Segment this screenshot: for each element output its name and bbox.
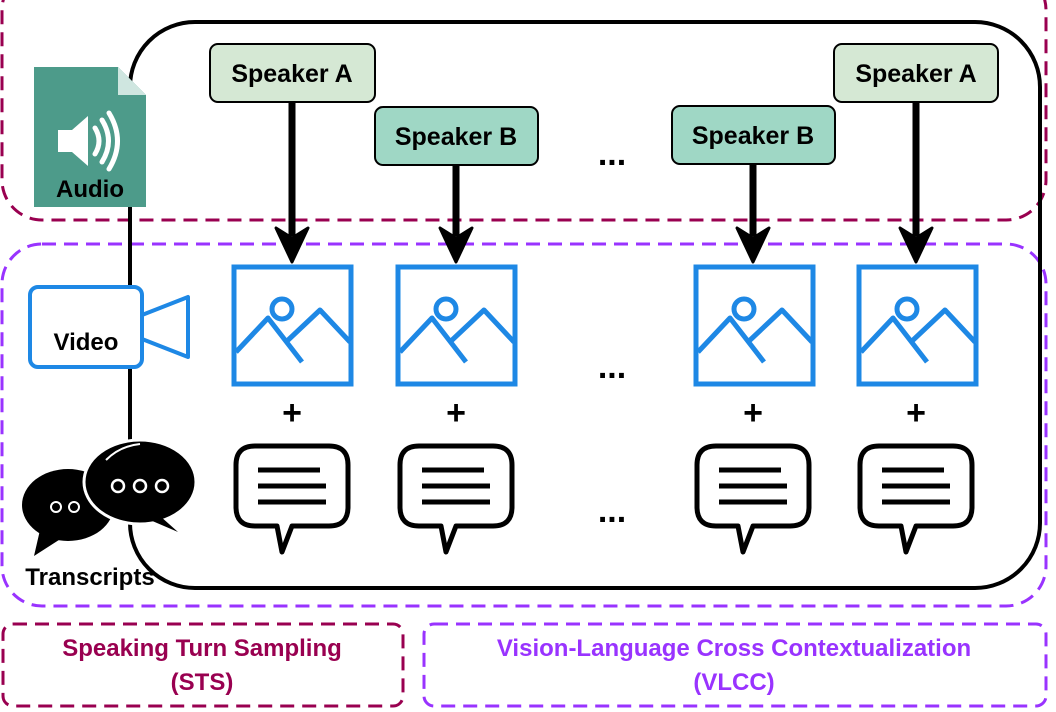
speech-bubble-icon-1 [233,443,351,555]
ellipsis-speakers: ... [598,135,626,173]
speaker-label-3: Speaker B [692,122,814,150]
audio-label: Audio [56,176,124,203]
turn-column-2: Speaker B + [374,106,539,555]
plus-3: + [743,394,763,432]
legend-sts-title: Speaking Turn Sampling [62,635,342,662]
legend-vlcc-title: Vision-Language Cross Contextualization [497,635,971,662]
legend-sts-abbr: (STS) [171,669,234,696]
transcripts-label: Transcripts [25,564,154,591]
audio-file-icon: Audio [34,67,146,207]
speech-bubble-icon-4 [857,443,975,555]
speaker-volume-icon [58,110,120,172]
legend-vlcc-box [422,622,1048,708]
plus-4: + [906,394,926,432]
image-icon-2 [395,264,518,387]
turn-column-1: Speaker A + [209,43,376,555]
ellipsis-transcripts: ... [598,492,626,530]
chat-bubbles-icon: Transcripts [22,438,198,591]
plus-2: + [446,394,466,432]
image-icon-4 [856,264,979,387]
speaker-label-2: Speaker B [395,123,517,151]
legend-vlcc-abbr: (VLCC) [693,669,774,696]
arrow-head-4 [898,226,934,264]
image-icon-3 [693,264,816,387]
turn-column-3: Speaker B + [671,105,836,555]
turn-column-4: Speaker A + [833,43,999,555]
vlcc-region [0,242,1048,608]
video-camera-icon: Video [28,285,190,369]
speech-bubble-icon-3 [694,443,812,555]
plus-1: + [282,394,302,432]
sts-region [0,0,1048,222]
speech-bubble-icon-2 [397,443,515,555]
speaker-label-4: Speaker A [855,60,976,88]
arrow-head-2 [438,226,474,264]
legend-sts: Speaking Turn Sampling (STS) [1,622,405,708]
arrow-head-3 [735,226,771,264]
legend-vlcc: Vision-Language Cross Contextualization … [422,622,1048,708]
video-label: Video [54,329,119,356]
arrow-head-1 [274,226,310,264]
image-icon-1 [231,264,354,387]
ellipsis-images: ... [598,348,626,386]
legend-sts-box [1,622,405,708]
speaker-label-1: Speaker A [231,60,352,88]
